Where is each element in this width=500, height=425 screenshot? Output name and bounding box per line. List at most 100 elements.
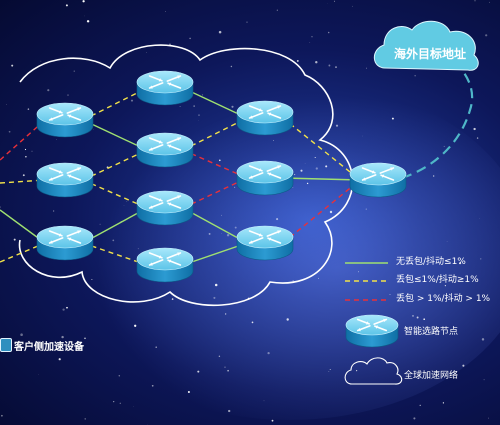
router-node — [236, 100, 294, 136]
star — [365, 208, 367, 210]
star — [38, 374, 39, 375]
star — [13, 238, 16, 241]
legend-cloud-icon — [344, 357, 403, 385]
router-node — [236, 225, 294, 261]
target-link — [401, 69, 474, 180]
star — [171, 298, 174, 300]
route-link — [182, 242, 248, 266]
star — [294, 174, 296, 176]
star — [480, 258, 482, 260]
star — [314, 156, 316, 159]
star — [391, 117, 394, 120]
star — [366, 67, 367, 69]
star — [329, 369, 331, 371]
star — [234, 226, 237, 229]
star — [231, 105, 234, 108]
star — [61, 335, 64, 339]
star — [193, 105, 195, 107]
star — [416, 316, 419, 319]
star — [315, 61, 318, 64]
star — [84, 418, 86, 420]
router-node — [236, 160, 294, 196]
client-device-label: 客户侧加速设备 — [14, 341, 84, 353]
star — [0, 206, 1, 208]
star — [233, 186, 236, 189]
star — [335, 124, 339, 127]
star — [315, 167, 318, 170]
star — [335, 66, 337, 68]
star — [134, 324, 137, 327]
router-node — [345, 314, 399, 348]
star — [334, 0, 336, 2]
client-device-icon — [0, 338, 12, 352]
star — [189, 37, 191, 40]
star — [276, 218, 279, 221]
star — [474, 0, 476, 2]
star — [213, 296, 216, 299]
star — [55, 139, 57, 140]
star — [271, 419, 274, 422]
router-node — [349, 162, 407, 198]
star — [444, 285, 446, 287]
legend-label-cloud: 全球加速网络 — [404, 371, 459, 381]
star — [286, 318, 289, 321]
star — [22, 174, 25, 177]
star — [412, 315, 414, 317]
legend-label-bad: 丢包 > 1%/抖动 > 1% — [396, 294, 491, 304]
legend-label-medium: 丢包≤1%/抖动≥1% — [396, 275, 479, 285]
legend-label-good: 无丢包/抖动≤1% — [396, 257, 466, 267]
legend-label-node: 智能选路节点 — [404, 327, 459, 337]
star — [358, 271, 359, 273]
route-link — [282, 179, 361, 244]
star — [304, 163, 306, 164]
star — [84, 15, 85, 17]
star — [423, 318, 426, 321]
route-link — [82, 149, 148, 181]
star — [218, 30, 222, 34]
route-link — [182, 149, 248, 179]
router-node — [36, 225, 94, 261]
star — [476, 137, 479, 139]
star — [25, 156, 27, 158]
star — [146, 52, 147, 53]
star — [459, 262, 462, 265]
star — [225, 313, 227, 315]
star — [155, 346, 157, 348]
star — [112, 239, 115, 242]
route-link — [82, 119, 148, 151]
star — [251, 321, 254, 324]
star — [300, 169, 303, 172]
star — [419, 404, 421, 407]
router-node — [136, 190, 194, 226]
star — [179, 106, 181, 107]
star — [228, 409, 231, 413]
star — [327, 31, 330, 34]
legend-router-icon — [345, 314, 399, 348]
route-link — [82, 179, 148, 209]
star — [329, 210, 333, 214]
route-link — [82, 242, 148, 266]
star — [328, 64, 331, 67]
star — [198, 114, 200, 116]
star — [27, 108, 30, 110]
star — [273, 140, 274, 141]
star — [214, 283, 218, 287]
star — [481, 338, 485, 341]
star — [52, 210, 55, 212]
star — [73, 70, 75, 72]
star — [442, 402, 445, 404]
star — [137, 248, 139, 250]
route-link — [182, 207, 248, 244]
router-node — [136, 70, 194, 106]
star — [208, 232, 211, 235]
star — [47, 89, 50, 92]
star — [433, 175, 435, 177]
star — [62, 308, 65, 311]
route-link — [182, 87, 248, 119]
star — [91, 279, 93, 280]
route-link — [82, 207, 148, 244]
star — [219, 159, 221, 162]
route-link — [282, 117, 361, 181]
